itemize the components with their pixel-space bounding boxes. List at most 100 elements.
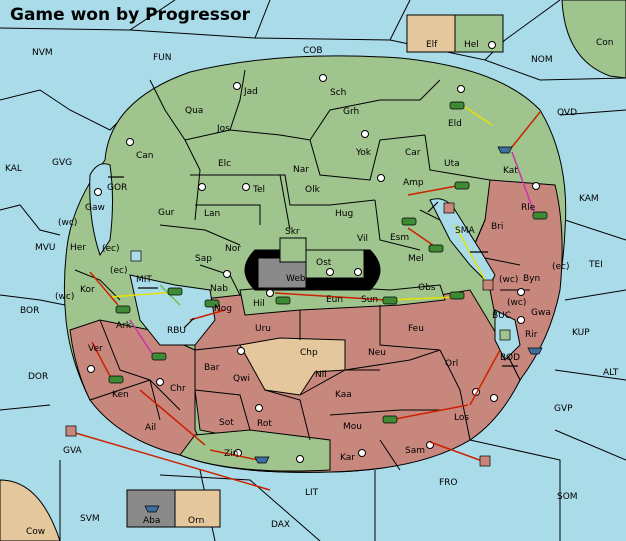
land-label-esm: Esm	[390, 233, 409, 243]
territory-web[interactable]	[257, 257, 307, 289]
units	[65, 101, 548, 513]
coast-label-ec3: (ec)	[552, 262, 570, 272]
land-label-ken: Ken	[112, 390, 129, 400]
land-label-can: Can	[136, 151, 154, 161]
land-label-obs: Obs	[418, 283, 436, 293]
territory-chp[interactable]	[239, 337, 346, 396]
sea-label-bod: BOD	[500, 353, 520, 363]
land-label-nar: Nar	[293, 165, 309, 175]
land-label-mou: Mou	[343, 422, 362, 432]
land-label-rle: Rle	[521, 203, 536, 213]
land-label-sun: Sun	[361, 295, 378, 305]
land-label-bar: Bar	[204, 363, 220, 373]
land-label-yok: Yok	[355, 148, 372, 158]
land-label-jos: Jos	[216, 124, 230, 134]
land-label-uta: Uta	[444, 159, 460, 169]
sea-label-dor: DOR	[28, 372, 48, 382]
land-label-neu: Neu	[368, 348, 386, 358]
sea-label-sma: SMA	[455, 226, 475, 236]
sea-label-cow: Cow	[26, 527, 45, 537]
land-label-gwa: Gwa	[531, 308, 551, 318]
legend-hel-box	[454, 14, 504, 53]
land-label-ost: Ost	[316, 258, 332, 268]
territory-con[interactable]	[561, 0, 626, 79]
legend-orn-label: Orn	[188, 516, 204, 526]
double-arrows	[108, 176, 518, 367]
land-label-vil: Vil	[357, 234, 368, 244]
sea-labels: NVM FUN COB NOM Con OVD KAL GVG GOR KAM …	[5, 38, 619, 537]
sea-label-rbu: RBU	[167, 326, 186, 336]
land-label-nog: Nog	[214, 304, 232, 314]
region-red-south	[194, 289, 521, 473]
land-label-los: Los	[454, 413, 469, 423]
coast-label-wc4: (wc)	[507, 298, 526, 308]
land-label-sot: Sot	[219, 418, 234, 428]
legend-orn-box	[174, 489, 221, 528]
coast-label-ec1: (ec)	[102, 244, 120, 254]
land-label-rir: Rir	[525, 330, 538, 340]
sea-label-kal: KAL	[5, 164, 22, 174]
sea-label-dax: DAX	[271, 520, 290, 530]
land-label-her: Her	[70, 243, 86, 253]
land-label-olk: Olk	[305, 185, 321, 195]
land-label-gur: Gur	[158, 208, 175, 218]
land-label-kar: Kar	[340, 453, 355, 463]
game-title: Game won by Progressor	[10, 5, 251, 25]
land-label-qua: Qua	[185, 106, 203, 116]
sea-label-kup: KUP	[572, 328, 590, 338]
sea-label-bor: BOR	[20, 306, 39, 316]
land-label-ail: Ail	[145, 423, 156, 433]
sea-label-lit: LIT	[305, 488, 319, 498]
land-label-hil: Hil	[253, 299, 265, 309]
land-label-eun: Eun	[326, 295, 343, 305]
sea-label-svm: SVM	[80, 514, 100, 524]
sea-mit-rbu[interactable]	[129, 274, 216, 346]
territory-zin[interactable]	[179, 429, 331, 472]
land-label-car: Car	[405, 148, 421, 158]
coast-labels: (wc) (ec) (ec) (wc) (wc) (ec) (wc)	[55, 218, 570, 308]
land-label-nab: Nab	[210, 284, 228, 294]
land-label-kat: Kat	[503, 166, 518, 176]
sea-label-gva: GVA	[63, 446, 83, 456]
coast-label-wc1: (wc)	[58, 218, 77, 228]
land-label-chp: Chp	[300, 348, 318, 358]
land-label-jad: Jad	[243, 87, 258, 97]
sea-label-con: Con	[596, 38, 614, 48]
order-lines	[71, 106, 541, 491]
sea-label-fun: FUN	[153, 53, 172, 63]
sea-label-tei: TEI	[588, 260, 603, 270]
sea-label-gvg: GVG	[52, 158, 72, 168]
sea-label-nvm: NVM	[32, 48, 53, 58]
sea-label-alt: ALT	[603, 368, 619, 378]
sea-label-gvp: GVP	[554, 404, 573, 414]
land-label-byn: Byn	[523, 274, 540, 284]
land-label-tel: Tel	[252, 185, 265, 195]
sea-label-mvu: MVU	[35, 243, 56, 253]
land-label-ark: Ark	[116, 321, 132, 331]
land-label-web: Web	[286, 274, 306, 284]
land-label-eld: Eld	[448, 119, 462, 129]
sea-label-buc: BUC	[492, 311, 511, 321]
land-label-sap: Sap	[195, 254, 212, 264]
land-label-nor: Nor	[225, 244, 241, 254]
sea-label-fro: FRO	[439, 478, 458, 488]
territory-skr[interactable]	[279, 237, 307, 263]
land-label-sch: Sch	[330, 88, 346, 98]
legend-elf-box	[406, 14, 456, 53]
sea-label-gor: GOR	[107, 183, 127, 193]
land-label-amp: Amp	[403, 178, 424, 188]
land-label-uru: Uru	[255, 324, 271, 334]
legend-aba-label: Aba	[143, 516, 160, 526]
land-label-sam: Sam	[405, 446, 425, 456]
land-label-kor: Kor	[80, 285, 95, 295]
sea-label-som: SOM	[557, 492, 578, 502]
legend-elf-label: Elf	[426, 40, 438, 50]
land-label-orl: Orl	[445, 359, 458, 369]
coast-label-ec2: (ec)	[110, 266, 128, 276]
land-label-hug: Hug	[335, 209, 353, 219]
sea-label-nom: NOM	[531, 55, 553, 65]
sea-gor[interactable]	[89, 163, 113, 257]
